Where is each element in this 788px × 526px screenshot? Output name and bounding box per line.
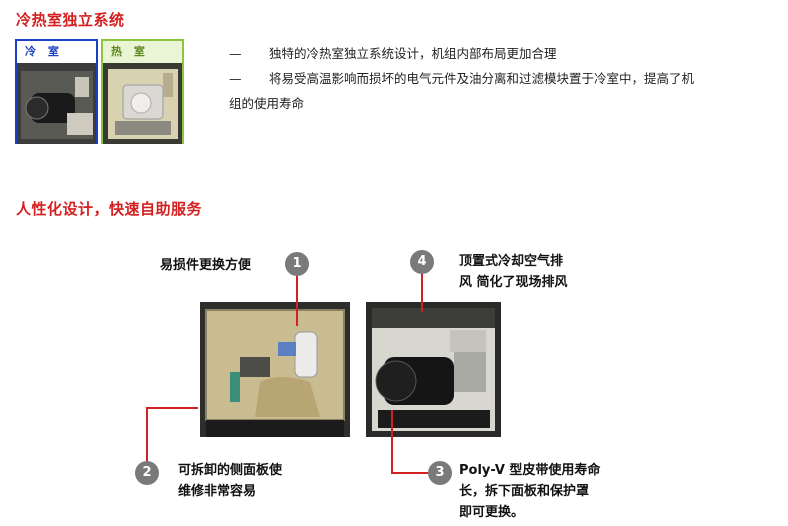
callout-4-number: 4 — [410, 250, 434, 274]
callout-4-leader — [421, 274, 423, 312]
callout-2-text-line1: 可拆卸的侧面板使 — [178, 463, 283, 478]
bullet-dash: — — [229, 46, 242, 61]
callout-4-text-line1: 顶置式冷却空气排 — [459, 254, 564, 269]
callout-3-text-line1: Poly-V 型皮带使用寿命 — [459, 463, 601, 478]
bullet-text: 将易受高温影响而损坏的电气元件及油分离和过滤模块置于冷室中，提高了机 — [269, 71, 695, 86]
compressor-open-side-photo — [200, 302, 350, 437]
callout-1-text: 易损件更换方便 — [160, 258, 252, 273]
hot-chamber-image: 热 室 — [101, 39, 184, 144]
callout-2-leader-v — [146, 407, 148, 462]
callout-3-text-line2: 长，拆下面板和保护罩 — [459, 484, 590, 499]
feature-bullet-2-continued: 组的使用寿命 — [229, 91, 304, 116]
section-title-cold-hot: 冷热室独立系统 — [16, 11, 125, 29]
feature-bullet-2: — 将易受高温影响而损坏的电气元件及油分离和过滤模块置于冷室中，提高了机 — [229, 66, 694, 91]
callout-1-leader — [296, 276, 298, 326]
callout-4-text-line2: 风 简化了现场排风 — [459, 275, 568, 290]
callout-3-text-line3: 即可更换。 — [459, 505, 525, 520]
callout-2-leader-h — [146, 407, 198, 409]
callout-3-leader-h — [391, 472, 429, 474]
compressor-photo-cold — [17, 63, 96, 144]
cold-chamber-label: 冷 室 — [17, 41, 96, 63]
callout-2-number: 2 — [135, 461, 159, 485]
callout-1-number: 1 — [285, 252, 309, 276]
compressor-motor-photo — [366, 302, 501, 437]
bullet-dash: — — [229, 71, 242, 86]
callout-3-leader-v — [391, 410, 393, 473]
compressor-photo-hot — [103, 63, 182, 144]
cold-chamber-image: 冷 室 — [15, 39, 98, 144]
bullet-text: 组的使用寿命 — [229, 96, 305, 111]
hot-chamber-label: 热 室 — [103, 41, 182, 63]
service-photo-right — [366, 302, 501, 437]
service-photo-left — [200, 302, 350, 437]
bullet-text: 独特的冷热室独立系统设计，机组内部布局更加合理 — [269, 46, 557, 61]
callout-2-text-line2: 维修非常容易 — [178, 484, 257, 499]
feature-bullet-1: — 独特的冷热室独立系统设计，机组内部布局更加合理 — [229, 41, 557, 66]
callout-3-number: 3 — [428, 461, 452, 485]
section-title-service: 人性化设计，快速自助服务 — [16, 200, 203, 218]
